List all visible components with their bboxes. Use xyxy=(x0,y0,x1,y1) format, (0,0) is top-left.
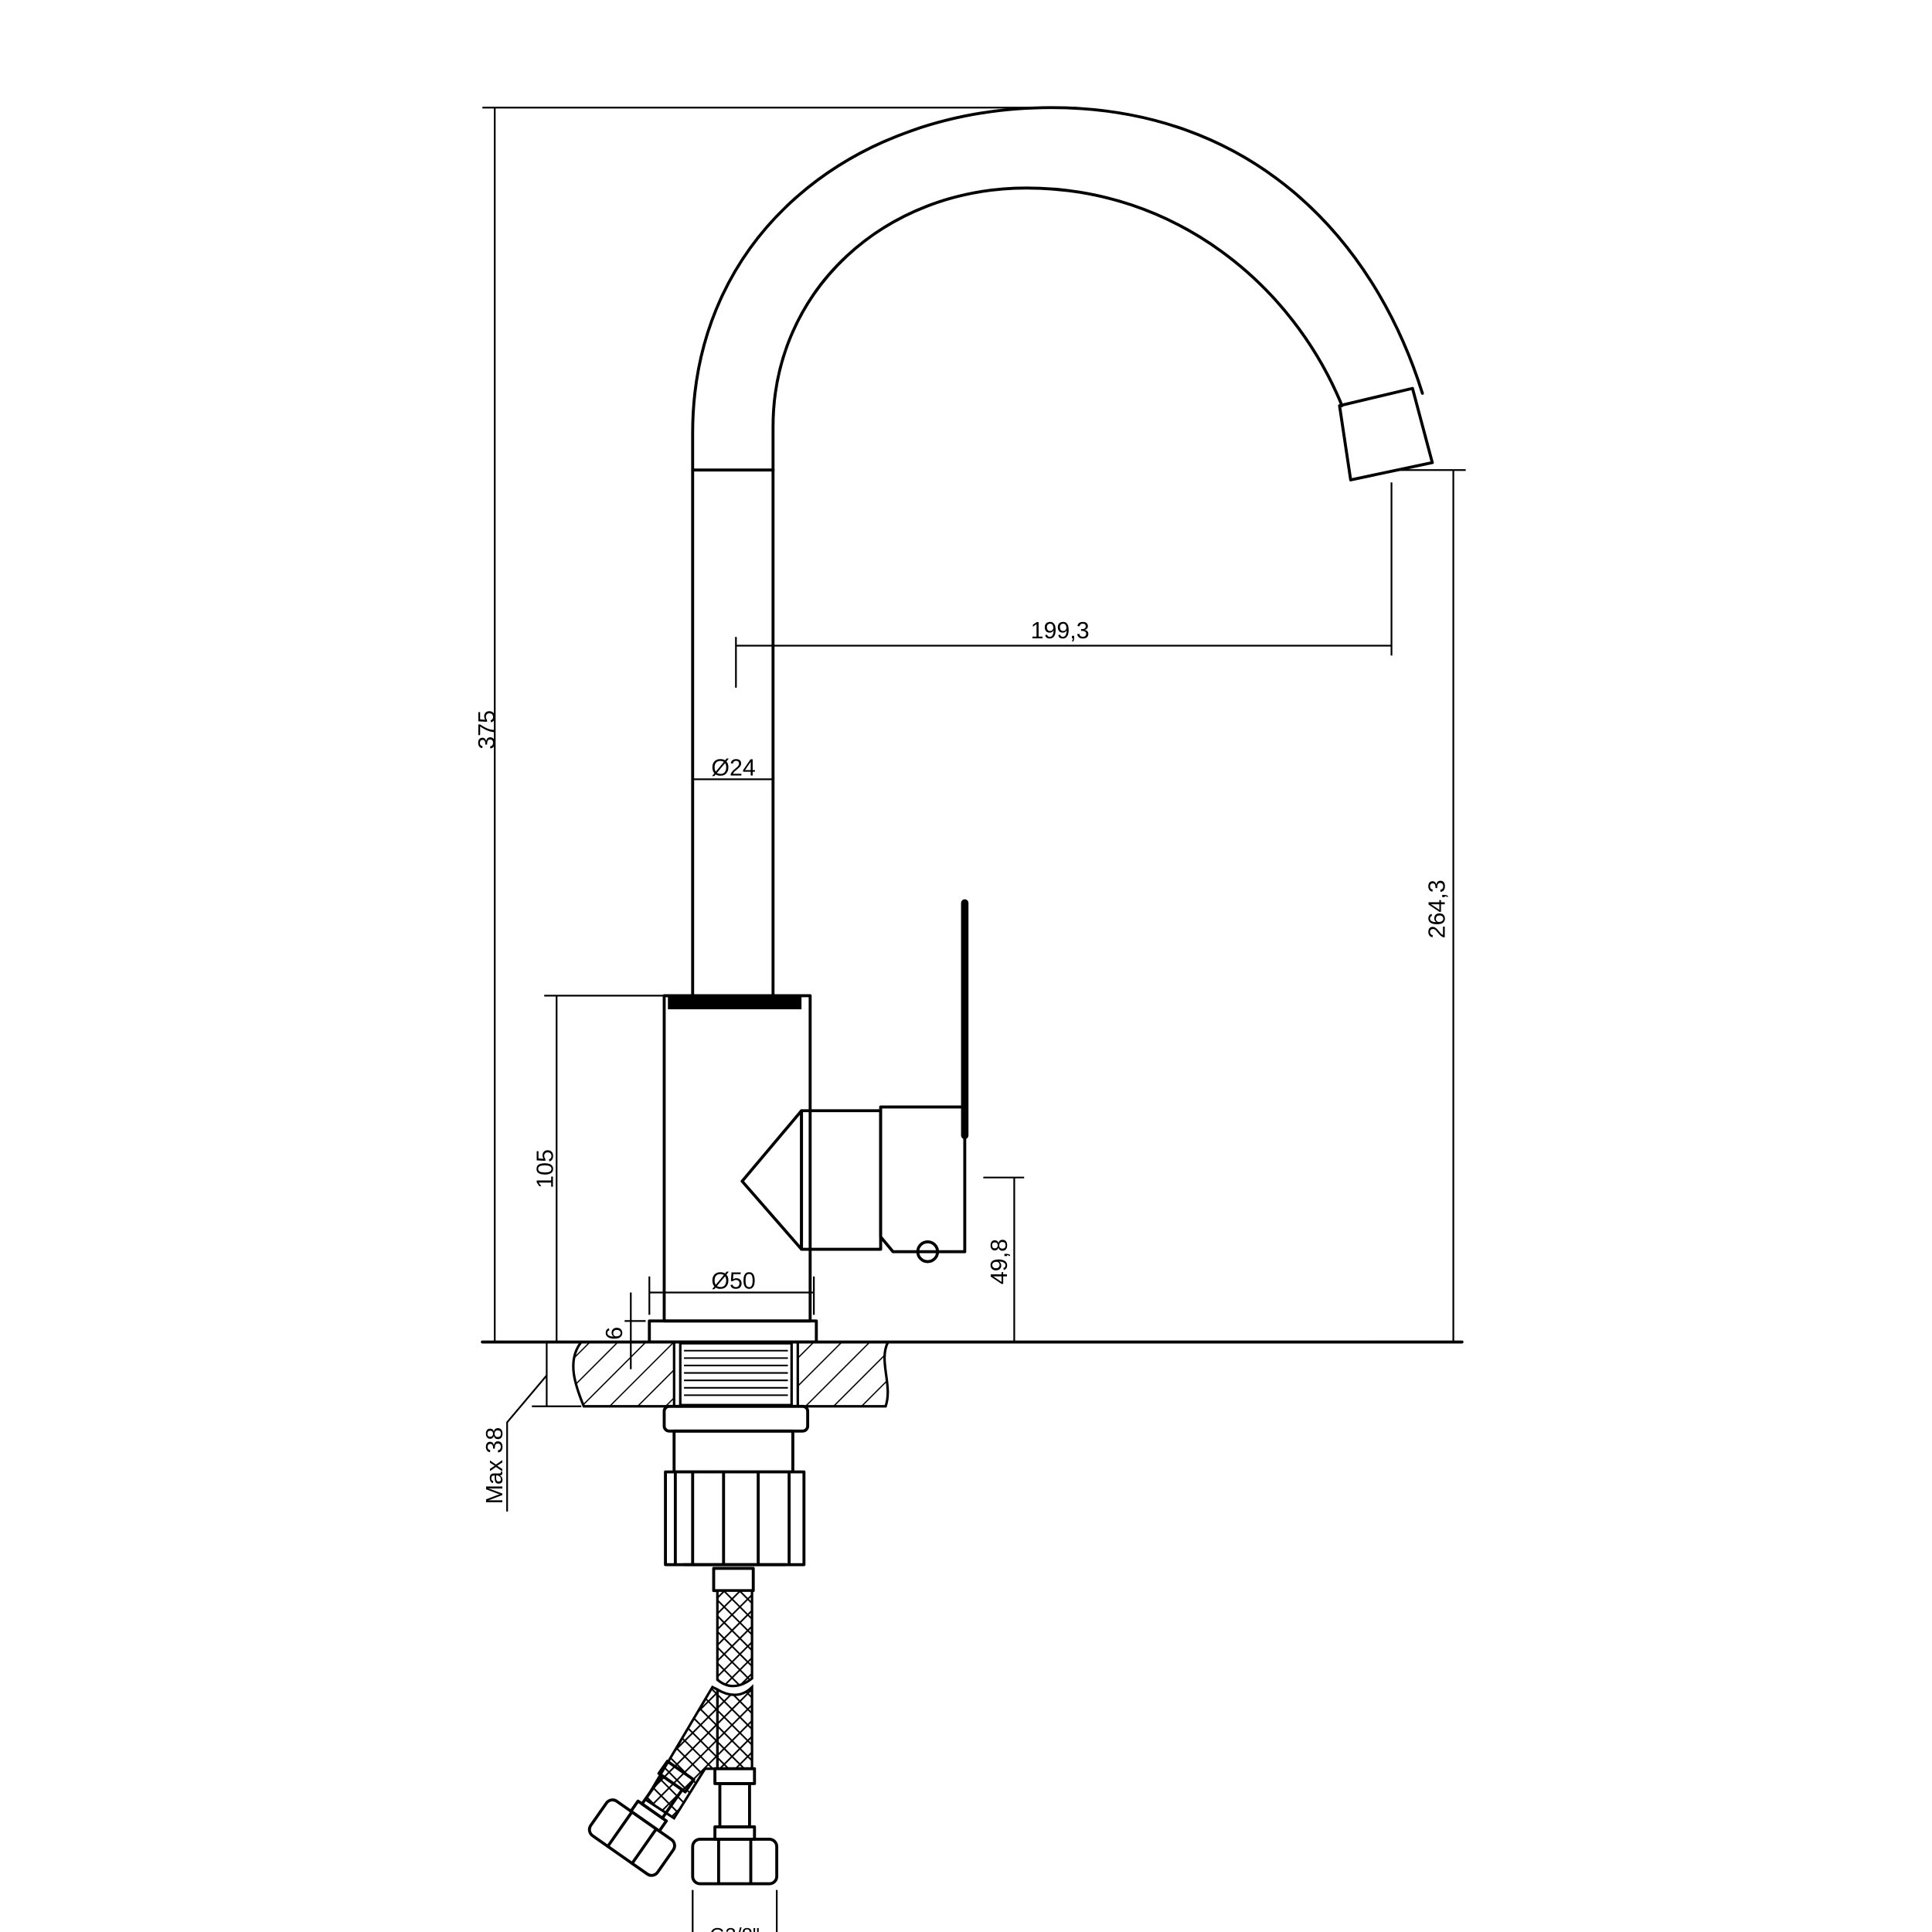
supply-hoses xyxy=(587,1566,779,1886)
aerator-nozzle xyxy=(1338,386,1434,481)
dimension-base-diameter: Ø50 xyxy=(648,1268,815,1315)
dimension-spout-diameter: Ø24 xyxy=(692,755,774,781)
faucet-body xyxy=(648,899,969,1344)
dimension-max-thickness: Max 38 xyxy=(481,1342,582,1512)
label-max-38: Max 38 xyxy=(481,1427,508,1505)
spout xyxy=(691,106,1434,998)
label-105: 105 xyxy=(532,1149,558,1189)
label-6: 6 xyxy=(601,1327,628,1340)
label-375: 375 xyxy=(474,710,500,750)
countertop-section xyxy=(481,1340,1464,1408)
dimension-spout-reach: 199,3 xyxy=(735,482,1393,688)
label-199-3: 199,3 xyxy=(1031,617,1090,644)
label-d24: Ø24 xyxy=(711,755,756,781)
dimension-handle-height: 49,8 xyxy=(983,1176,1025,1342)
dimension-hose-thread: G3/8" xyxy=(692,1889,778,1932)
label-d50: Ø50 xyxy=(711,1268,755,1294)
label-264-3: 264,3 xyxy=(1423,879,1450,938)
base-washer xyxy=(648,1319,818,1344)
label-g3-8: G3/8" xyxy=(709,1925,760,1932)
dimension-washer: 6 xyxy=(601,1292,646,1369)
label-49-8: 49,8 xyxy=(986,1239,1012,1284)
mounting-nut xyxy=(662,1404,810,1566)
dimension-outlet-height: 264,3 xyxy=(1397,469,1466,1342)
dimension-total-height: 375 xyxy=(474,107,1077,1342)
dimension-body-height: 105 xyxy=(532,995,665,1342)
